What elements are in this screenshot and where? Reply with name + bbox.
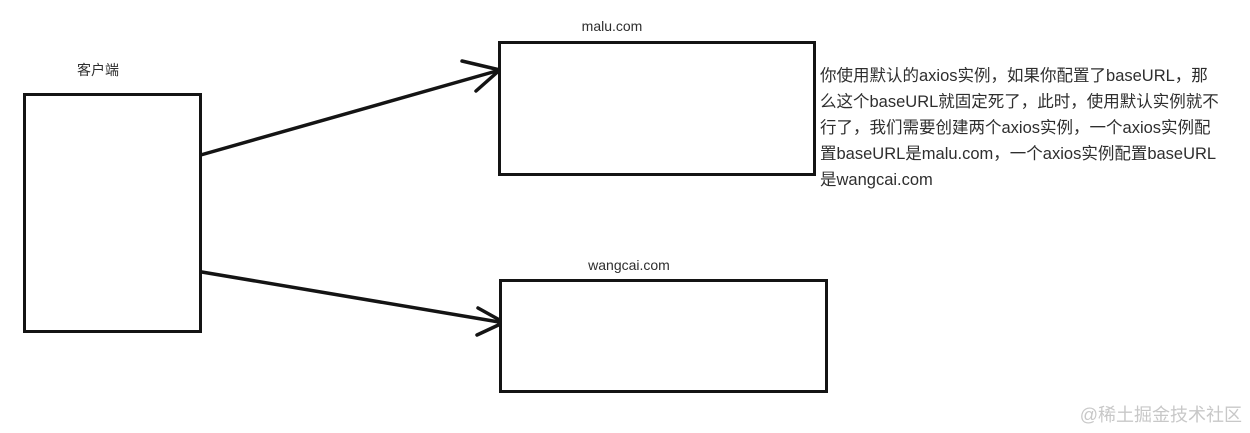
- wangcai-box: [499, 279, 828, 393]
- arrow-client-to-malu: [167, 59, 504, 166]
- arrow-client-to-wangcai: [176, 266, 509, 337]
- description-line: 你使用默认的axios实例，如果你配置了baseURL，那: [820, 67, 1208, 85]
- client-box: [23, 93, 202, 333]
- description-line: 么这个baseURL就固定死了，此时，使用默认实例就不: [820, 93, 1219, 111]
- client-box-label: 客户端: [77, 62, 119, 78]
- wangcai-box-label: wangcai.com: [588, 257, 670, 273]
- malu-box: [498, 41, 816, 176]
- malu-box-label: malu.com: [581, 18, 643, 34]
- description-line: 置baseURL是malu.com，一个axios实例配置baseURL: [820, 145, 1217, 163]
- watermark-text: @稀土掘金技术社区: [1079, 405, 1242, 425]
- description-line: 行了，我们需要创建两个axios实例，一个axios实例配: [820, 119, 1211, 137]
- description-text: 你使用默认的axios实例，如果你配置了baseURL，那 么这个baseURL…: [820, 63, 1220, 193]
- description-line: 是wangcai.com: [820, 171, 933, 189]
